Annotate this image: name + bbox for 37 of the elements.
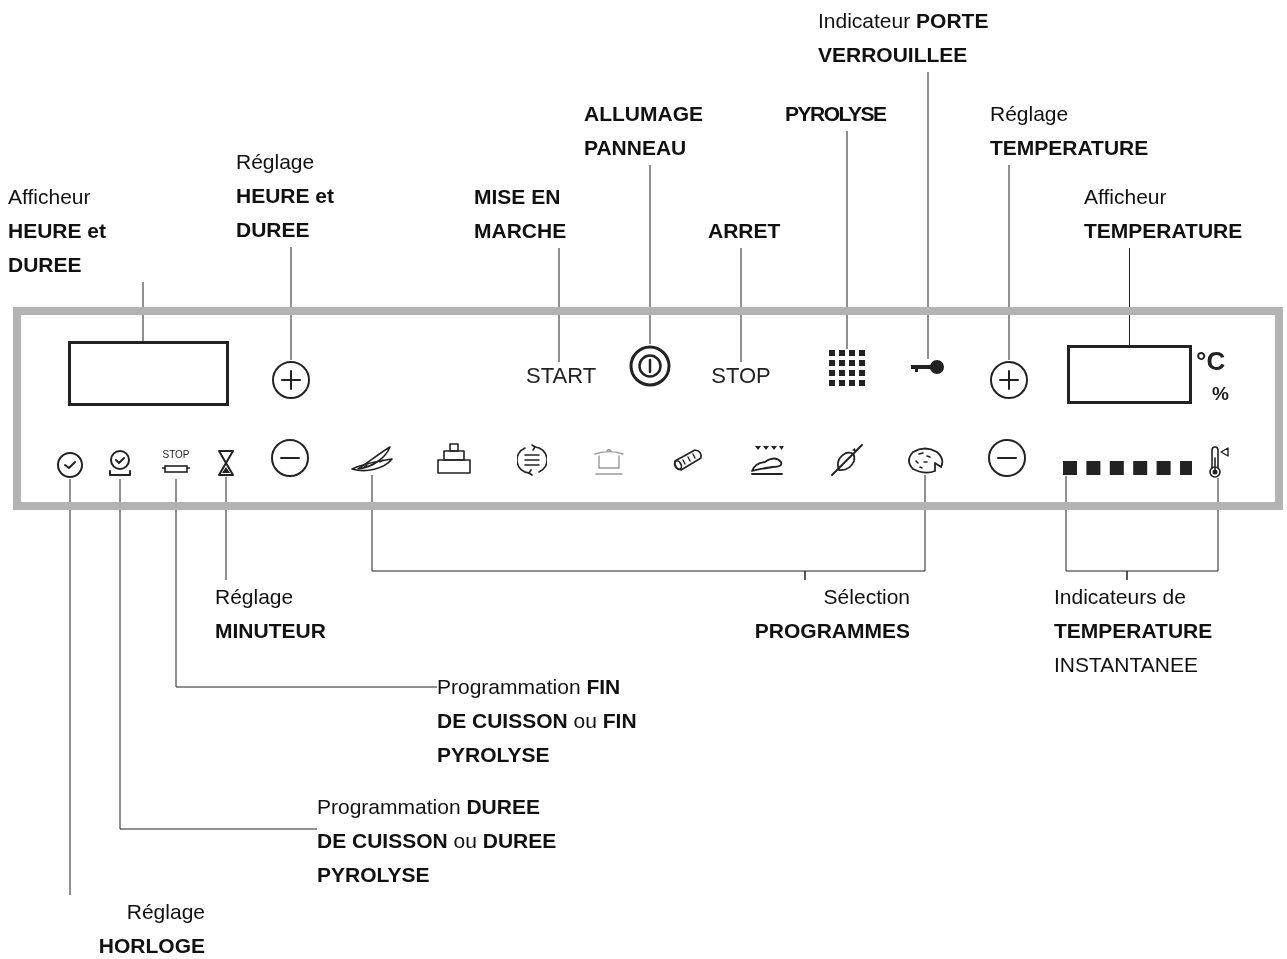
stop-label: STOP <box>161 449 191 460</box>
leader-line <box>225 476 227 581</box>
leader-line <box>804 474 926 581</box>
leader-line <box>119 478 318 830</box>
leader-line <box>846 130 848 350</box>
callout-label: Réglage HORLOGE <box>60 895 205 959</box>
leader-line <box>1008 164 1010 361</box>
callout-label: Réglage HEURE et DUREE <box>236 145 376 247</box>
button-label: STOP <box>708 362 774 390</box>
unit-label: % <box>1212 384 1229 403</box>
unit-label: °C <box>1196 348 1226 374</box>
leader-line <box>175 478 438 688</box>
leader-line <box>290 246 292 361</box>
callout-label: Programmation FIN DE CUISSON ou FIN PYROLYSE <box>437 670 647 772</box>
leader-line <box>740 247 742 363</box>
callout-label: Indicateurs de TEMPERATURE INSTANTANEE <box>1054 580 1286 682</box>
callout-label: MISE EN MARCHE <box>474 180 609 248</box>
leader-line <box>558 247 560 363</box>
leader-line <box>1129 247 1130 346</box>
callout-label: PYROLYSE <box>785 97 885 131</box>
callout-label: Réglage TEMPERATURE <box>990 97 1200 165</box>
control-panel <box>13 307 1283 510</box>
callout-label: Réglage MINUTEUR <box>215 580 365 648</box>
leader-line <box>927 71 929 360</box>
display-screen <box>68 341 229 406</box>
leader-line <box>1126 477 1219 581</box>
callout-label: Programmation DUREE DE CUISSON ou DUREE PYROLYSE <box>317 790 567 892</box>
callout-label: Sélection PROGRAMMES <box>700 580 910 648</box>
callout-label: ARRET <box>708 214 798 248</box>
display-screen <box>1067 345 1192 404</box>
leader-line <box>142 281 144 342</box>
callout-label: Afficheur HEURE et DUREE <box>8 180 143 282</box>
callout-label: ALLUMAGE PANNEAU <box>584 97 734 165</box>
callout-label: Indicateur PORTE VERROUILLEE <box>818 4 1028 72</box>
leader-line <box>649 164 651 345</box>
leader-line <box>69 478 71 896</box>
callout-label: Afficheur TEMPERATURE <box>1084 180 1284 248</box>
